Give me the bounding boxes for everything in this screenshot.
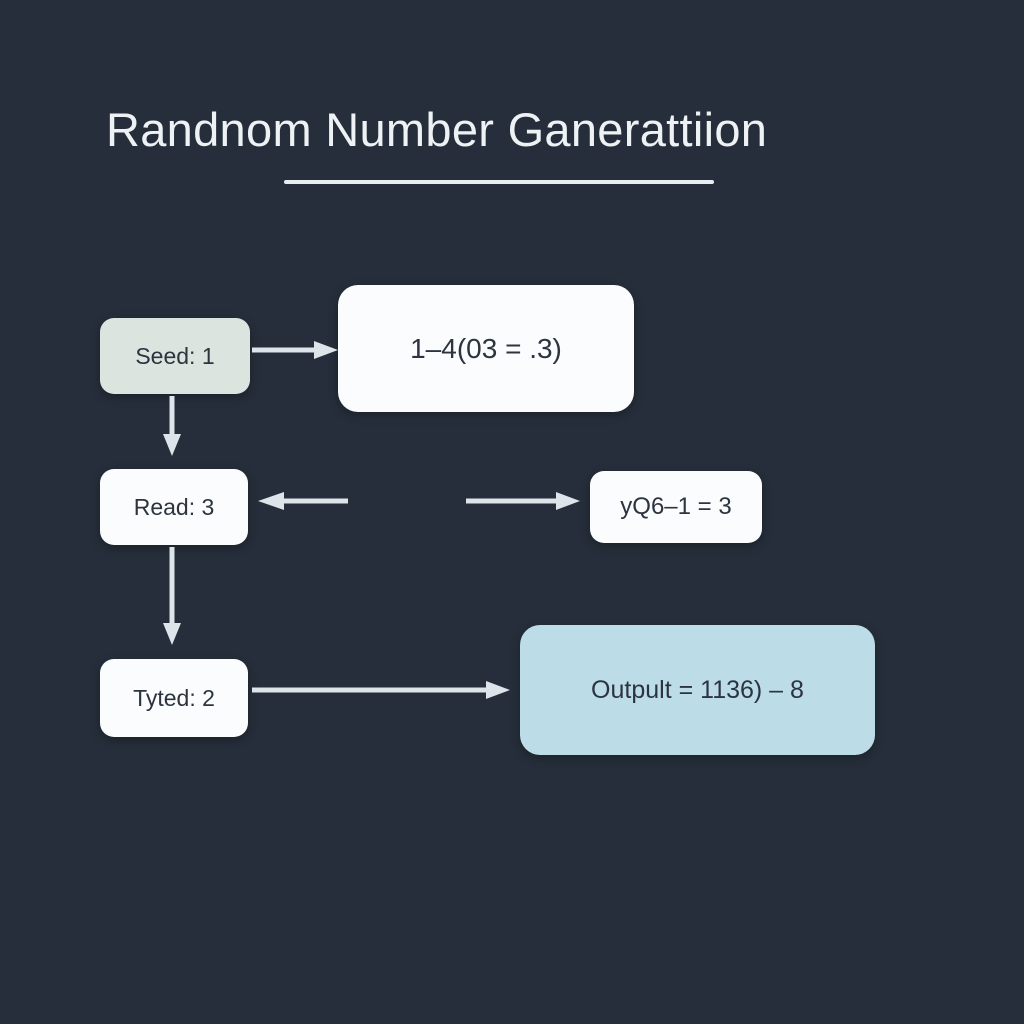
node-right-expression[interactable]: yQ6–1 = 3: [590, 471, 762, 543]
arrow-seed-to-read-icon: [160, 396, 184, 458]
node-output[interactable]: Outpult = 1136) – 8: [520, 625, 875, 755]
node-tyted[interactable]: Tyted: 2: [100, 659, 248, 737]
title-underline-rule: [284, 180, 714, 184]
node-formula-label: 1–4(03 = .3): [410, 332, 562, 364]
node-seed[interactable]: Seed: 1: [100, 318, 250, 394]
arrow-into-read-icon: [256, 489, 348, 513]
node-output-label: Outpult = 1136) – 8: [591, 675, 804, 704]
node-seed-label: Seed: 1: [135, 342, 215, 369]
page-title: Randnom Number Ganerattiion: [106, 103, 768, 156]
arrow-tyted-to-output-icon: [252, 678, 514, 702]
arrow-seed-to-formula-icon: [252, 338, 342, 362]
arrow-read-to-tyted-icon: [160, 547, 184, 647]
node-tyted-label: Tyted: 2: [133, 684, 215, 711]
node-formula[interactable]: 1–4(03 = .3): [338, 285, 634, 412]
arrow-to-right-expression-icon: [466, 489, 584, 513]
node-right-expression-label: yQ6–1 = 3: [620, 493, 732, 520]
node-read[interactable]: Read: 3: [100, 469, 248, 545]
node-read-label: Read: 3: [133, 493, 215, 520]
